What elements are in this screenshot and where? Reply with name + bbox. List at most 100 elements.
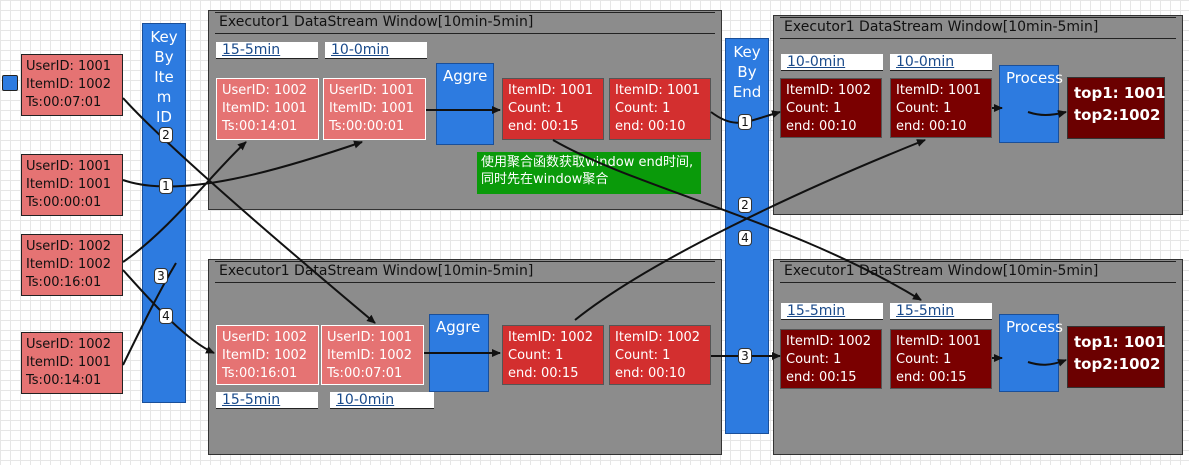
record-line: Ts:00:14:01 (26, 373, 102, 388)
window-tag: 10-0min (325, 42, 427, 59)
record-line: UserID: 1001 (329, 83, 415, 98)
record-line: ItemID: 1001 (329, 101, 415, 116)
record-line: Ts:00:07:01 (26, 95, 102, 110)
record-line: Count: 1 (508, 101, 564, 116)
record-line: Count: 1 (508, 348, 564, 363)
record-line: ItemID: 1001 (508, 83, 594, 98)
record-line: ItemID: 1001 (26, 177, 112, 192)
executor-title: Executor1 DataStream Window[10min-5min] (780, 261, 1176, 283)
record-line: ItemID: 1001 (222, 101, 308, 116)
result-line: top1: 1001 (1074, 333, 1166, 351)
record-line: UserID: 1001 (26, 59, 112, 74)
record-line: end: 00:10 (896, 119, 967, 134)
record-line: Count: 1 (786, 352, 842, 367)
window-tag: 10-0min (890, 54, 992, 71)
aggre-box: Aggre (429, 314, 489, 392)
record-line: ItemID: 1001 (615, 83, 701, 98)
window-record: UserID: 1001 ItemID: 1001 Ts:00:00:01 (323, 78, 426, 140)
edge-badge: 2 (738, 197, 752, 213)
result-line: top2:1002 (1074, 355, 1161, 373)
record-line: end: 00:10 (615, 119, 686, 134)
count-record: ItemID: 1001 Count: 1 end: 00:10 (609, 78, 711, 140)
record-line: Ts:00:16:01 (222, 366, 298, 381)
count-record: ItemID: 1002 Count: 1 end: 00:10 (609, 325, 711, 385)
record-line: Count: 1 (615, 348, 671, 363)
record-line: UserID: 1002 (26, 239, 112, 254)
window-tag: 15-5min (216, 42, 318, 59)
topn-result: top1: 1001 top2:1002 (1067, 326, 1166, 388)
record-line: UserID: 1002 (222, 330, 308, 345)
window-tag: 15-5min (216, 392, 318, 409)
source-icon (2, 75, 18, 91)
record-line: ItemID: 1002 (26, 257, 112, 272)
count-record: ItemID: 1002 Count: 1 end: 00:15 (502, 325, 604, 385)
edge-badge: 2 (159, 127, 173, 143)
keyby-line: ID (156, 108, 172, 126)
window-tag: 10-0min (330, 392, 434, 409)
process-box: Process (999, 314, 1063, 392)
keyby-line: Item (154, 68, 174, 106)
record-line: Count: 1 (896, 101, 952, 116)
result-line: top2:1002 (1074, 106, 1161, 124)
keyby-line: Key (733, 43, 761, 61)
record-line: Ts:00:07:01 (327, 366, 403, 381)
keyby-line: End (732, 83, 762, 101)
record-line: ItemID: 1002 (615, 330, 701, 345)
result-line: top1: 1001 (1074, 84, 1166, 102)
edge-badge: 3 (738, 348, 752, 364)
process-box: Process (999, 65, 1063, 143)
keyby-line: By (154, 48, 174, 66)
source-record-4: UserID: 1002 ItemID: 1001 Ts:00:14:01 (21, 332, 123, 394)
aggre-box: Aggre (436, 63, 494, 145)
record-line: ItemID: 1002 (26, 77, 112, 92)
record-line: Count: 1 (786, 101, 842, 116)
record-line: ItemID: 1001 (896, 334, 982, 349)
source-record-1: UserID: 1001 ItemID: 1002 Ts:00:07:01 (21, 54, 123, 116)
topn-result: top1: 1001 top2:1002 (1067, 77, 1166, 139)
record-line: Ts:00:16:01 (26, 275, 102, 290)
window-record: UserID: 1001 ItemID: 1002 Ts:00:07:01 (321, 325, 424, 385)
record-line: Count: 1 (615, 101, 671, 116)
record-line: ItemID: 1002 (786, 83, 872, 98)
record-line: UserID: 1002 (26, 337, 112, 352)
record-line: UserID: 1002 (222, 83, 308, 98)
record-line: UserID: 1001 (26, 159, 112, 174)
record-line: Ts:00:00:01 (26, 195, 102, 210)
record-line: end: 00:10 (786, 119, 857, 134)
window-tag: 15-5min (890, 303, 992, 320)
count-record: ItemID: 1001 Count: 1 end: 00:15 (502, 78, 604, 140)
edge-badge: 1 (159, 178, 173, 194)
source-record-3: UserID: 1002 ItemID: 1002 Ts:00:16:01 (21, 234, 123, 296)
record-line: end: 00:15 (896, 370, 967, 385)
record-line: end: 00:10 (615, 366, 686, 381)
record-line: Ts:00:14:01 (222, 119, 298, 134)
executor-title: Executor1 DataStream Window[10min-5min] (215, 12, 715, 34)
aggregate-note: 使用聚合函数获取window end时间,同时先在window聚合 (477, 152, 701, 194)
edge-badge: 3 (154, 268, 168, 284)
window-tag: 15-5min (781, 303, 883, 320)
record-line: ItemID: 1002 (786, 334, 872, 349)
window-record: UserID: 1002 ItemID: 1002 Ts:00:16:01 (216, 325, 319, 385)
record-line: ItemID: 1002 (508, 330, 594, 345)
record-line: ItemID: 1002 (327, 348, 413, 363)
record-line: ItemID: 1001 (26, 355, 112, 370)
keyby-line: Key (150, 28, 178, 46)
count-record: ItemID: 1002 Count: 1 end: 00:15 (780, 329, 882, 389)
window-tag: 10-0min (781, 54, 883, 71)
keyby-item-id: Key By Item ID (142, 23, 186, 403)
count-record: ItemID: 1001 Count: 1 end: 00:15 (890, 329, 992, 389)
record-line: ItemID: 1002 (222, 348, 308, 363)
record-line: ItemID: 1001 (896, 83, 982, 98)
record-line: Ts:00:00:01 (329, 119, 405, 134)
record-line: Count: 1 (896, 352, 952, 367)
count-record: ItemID: 1001 Count: 1 end: 00:10 (890, 78, 992, 138)
edge-badge: 4 (159, 308, 173, 324)
count-record: ItemID: 1002 Count: 1 end: 00:10 (780, 78, 882, 138)
keyby-line: By (737, 63, 757, 81)
executor-title: Executor1 DataStream Window[10min-5min] (780, 17, 1176, 39)
record-line: end: 00:15 (786, 370, 857, 385)
source-record-2: UserID: 1001 ItemID: 1001 Ts:00:00:01 (21, 154, 123, 216)
edge-badge: 4 (738, 230, 752, 246)
record-line: end: 00:15 (508, 119, 579, 134)
edge-badge: 1 (738, 114, 752, 130)
